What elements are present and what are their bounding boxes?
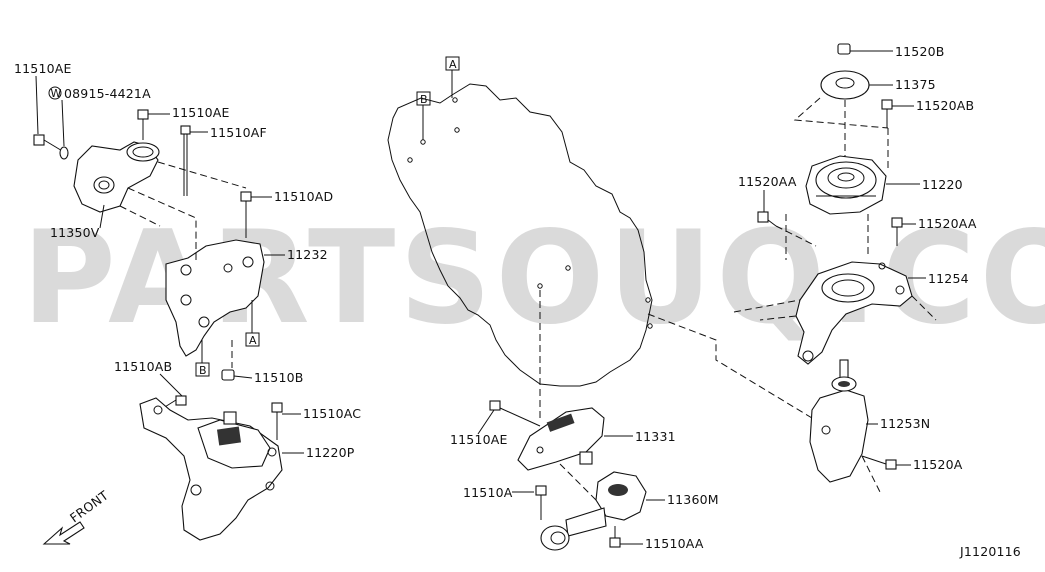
part-11331-bracket xyxy=(517,407,605,471)
bolt-11510a xyxy=(535,485,547,520)
label-11253n: 11253N xyxy=(880,416,930,431)
label-11520aa-left: 11520AA xyxy=(738,174,797,189)
ref-box-b-top: B xyxy=(416,91,431,140)
svg-text:B: B xyxy=(420,93,428,106)
part-11232-bracket xyxy=(165,239,265,357)
label-11254: 11254 xyxy=(928,271,969,286)
bolt-11510ae-left xyxy=(33,134,65,153)
nut-11520b xyxy=(837,43,851,55)
diagram-id: J1120116 xyxy=(959,544,1021,559)
label-11360m: 11360M xyxy=(667,492,719,507)
label-11510b: 11510B xyxy=(254,370,304,385)
engine-outline xyxy=(387,83,653,387)
label-11510ab: 11510AB xyxy=(114,359,172,374)
label-11520ab: 11520AB xyxy=(916,98,974,113)
part-11360m-rod xyxy=(540,471,647,551)
part-11350v-mount xyxy=(73,141,160,213)
label-11520a: 11520A xyxy=(913,457,963,472)
label-11375: 11375 xyxy=(895,77,936,92)
ref-box-a-left: A xyxy=(245,300,260,347)
part-11220p-mount xyxy=(139,397,283,541)
label-11510ae-top: 11510AE xyxy=(14,61,72,76)
ref-box-a-top: A xyxy=(445,56,460,98)
label-11232: 11232 xyxy=(287,247,328,262)
label-11331: 11331 xyxy=(635,429,676,444)
washer-08915-4421a xyxy=(59,146,69,160)
label-11510ae-3: 11510AE xyxy=(450,432,508,447)
bolt-11510aa-bottom xyxy=(609,526,621,548)
long-bolt-11510af xyxy=(180,125,191,196)
svg-text:A: A xyxy=(449,58,457,71)
label-11510ae-2: 11510AE xyxy=(172,105,230,120)
washer-11375 xyxy=(820,70,870,100)
ref-box-b-left: B xyxy=(195,340,210,377)
label-11520b: 11520B xyxy=(895,44,945,59)
svg-text:FRONT: FRONT xyxy=(67,488,111,526)
label-11510ac: 11510AC xyxy=(303,406,361,421)
part-11253n-insulator xyxy=(809,359,869,483)
label-11350v: 11350V xyxy=(50,225,100,240)
washer-symbol-w: W xyxy=(48,86,62,100)
bolt-11520aa-right xyxy=(891,217,903,246)
bolt-11510ae-top xyxy=(137,109,149,140)
label-11510ad: 11510AD xyxy=(274,189,333,204)
front-direction-arrow: FRONT xyxy=(42,488,111,545)
bolt-11510ae-center xyxy=(489,400,541,427)
bolt-11520aa-left xyxy=(757,211,777,227)
label-11520aa-right: 11520AA xyxy=(918,216,977,231)
part-11220-mount xyxy=(805,155,887,215)
svg-text:W: W xyxy=(51,87,62,100)
bolt-11520ab xyxy=(881,99,893,128)
nut-11510b xyxy=(221,369,235,381)
label-11220p: 11220P xyxy=(306,445,355,460)
label-11510aa: 11510AA xyxy=(645,536,704,551)
label-08915-4421a: 08915-4421A xyxy=(64,86,151,101)
label-11510a: 11510A xyxy=(463,485,513,500)
part-11254-bracket xyxy=(795,261,913,365)
bolt-11510ac xyxy=(271,402,283,440)
svg-text:B: B xyxy=(199,364,207,377)
svg-text:A: A xyxy=(249,334,257,347)
label-11220: 11220 xyxy=(922,177,963,192)
label-11510af: 11510AF xyxy=(210,125,267,140)
